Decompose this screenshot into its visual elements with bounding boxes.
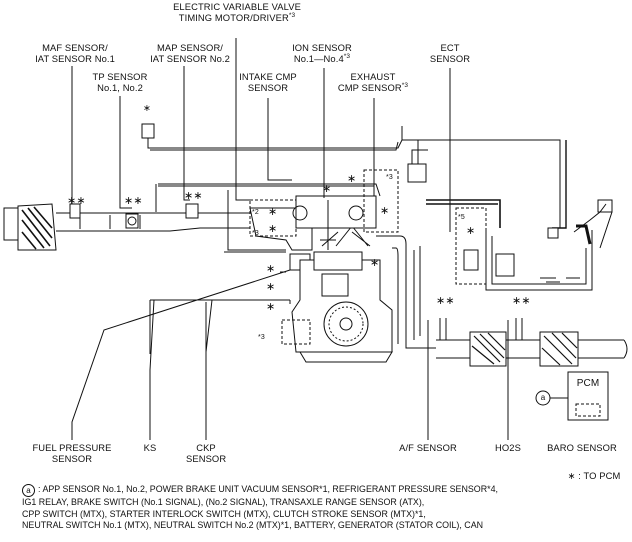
pcm-label: PCM bbox=[576, 378, 600, 389]
to-pcm-mark: ∗ bbox=[466, 225, 476, 237]
circle-a-label: a bbox=[540, 393, 546, 402]
air-cleaner bbox=[3, 203, 57, 251]
note-mark-5: *5 bbox=[458, 214, 465, 221]
fuel-tank bbox=[485, 199, 613, 291]
baro-sensor-label: BARO SENSOR bbox=[547, 442, 617, 453]
ho2s-label: HO2S bbox=[495, 442, 521, 453]
to-pcm-mark: ∗∗ bbox=[67, 195, 86, 207]
map-sensor-label: MAP SENSOR/IAT SENSOR No.2 bbox=[150, 42, 230, 64]
to-pcm-mark: ∗ bbox=[266, 301, 276, 313]
to-pcm-mark: ∗ bbox=[268, 223, 278, 235]
note-mark-2: *2 bbox=[252, 209, 259, 216]
to-pcm-mark: ∗∗ bbox=[512, 295, 531, 307]
note-line: : APP SENSOR No.1, No.2, POWER BRAKE UNI… bbox=[38, 484, 498, 494]
ks-label: KS bbox=[143, 442, 157, 453]
to-pcm-mark: ∗∗ bbox=[184, 190, 203, 202]
note-mark-3: *3 bbox=[258, 334, 265, 341]
note-line: IG1 RELAY, BRAKE SWITCH (No.1 SIGNAL), (… bbox=[22, 497, 425, 507]
to-pcm-mark: ∗ bbox=[266, 263, 276, 275]
to-pcm-mark: ∗∗ bbox=[124, 195, 143, 207]
to-pcm-mark: ∗∗ bbox=[436, 295, 455, 307]
canister bbox=[407, 163, 427, 183]
callout-lines bbox=[71, 38, 509, 440]
to-pcm-mark: ∗ bbox=[143, 102, 151, 113]
to-pcm-mark: ∗ bbox=[268, 206, 278, 218]
note-mark-3: *3 bbox=[252, 230, 259, 237]
to-pcm-mark: ∗ bbox=[370, 257, 380, 269]
cylinder-head bbox=[292, 195, 377, 250]
af-sensor-label: A/F SENSOR bbox=[399, 442, 457, 453]
to-pcm-mark: ∗ bbox=[380, 205, 390, 217]
to-pcm-mark: ∗ bbox=[322, 183, 332, 195]
note-line: CPP SWITCH (MTX), STARTER INTERLOCK SWIT… bbox=[22, 508, 426, 519]
to-pcm-legend: ∗ : TO PCM bbox=[567, 470, 621, 481]
to-pcm-mark: ∗ bbox=[347, 173, 357, 185]
intake-duct bbox=[56, 212, 250, 232]
circle-a-icon: a bbox=[22, 484, 35, 497]
engine-block bbox=[291, 225, 393, 363]
note-line: NEUTRAL SWITCH No.1 (MTX), NEUTRAL SWITC… bbox=[22, 520, 484, 531]
footnote: a: APP SENSOR No.1, No.2, POWER BRAKE UN… bbox=[22, 484, 498, 532]
option-boxes bbox=[249, 169, 609, 421]
to-pcm-mark: ∗ bbox=[266, 281, 276, 293]
maf-sensor-label: MAF SENSOR/IAT SENSOR No.1 bbox=[35, 42, 115, 64]
note-mark-3: *3 bbox=[386, 174, 393, 181]
exhaust-pipe bbox=[376, 235, 628, 367]
